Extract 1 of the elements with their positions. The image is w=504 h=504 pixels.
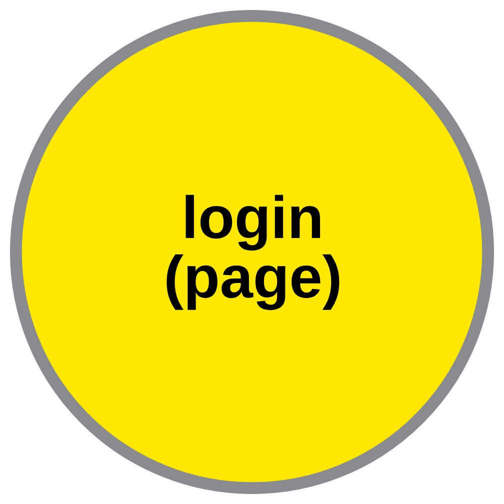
node-circle: login (page) xyxy=(10,10,494,494)
